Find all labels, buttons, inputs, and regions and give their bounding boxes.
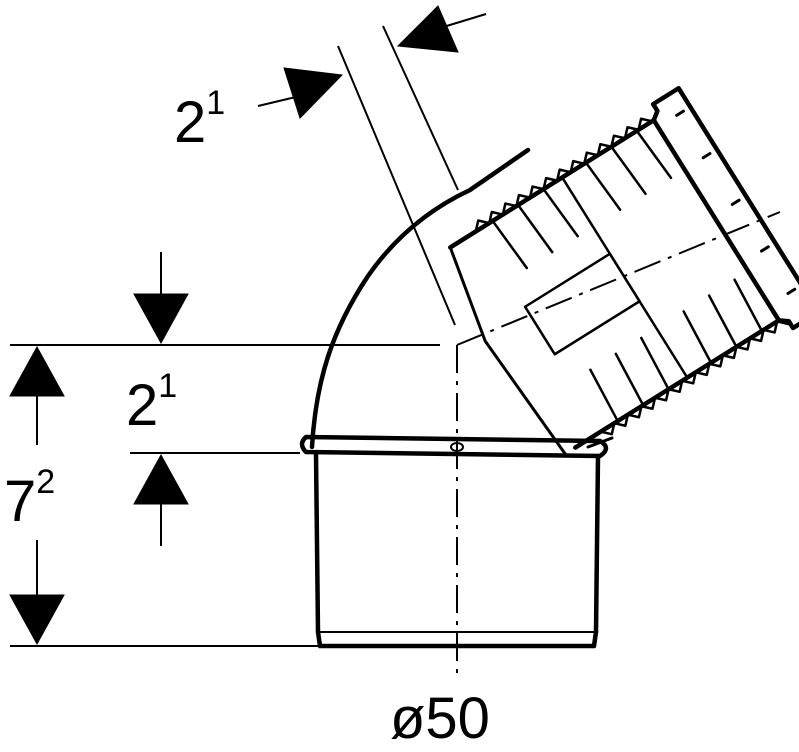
rib — [491, 219, 529, 270]
bend-fitting — [299, 85, 799, 649]
rib — [614, 352, 645, 407]
rib — [610, 145, 647, 196]
notch — [759, 245, 770, 253]
socket-body — [448, 117, 782, 450]
extension-line-right — [382, 25, 459, 191]
label-total-height-sup: 2 — [36, 463, 55, 501]
label-diameter: ø50 — [390, 686, 490, 751]
rib — [516, 203, 554, 254]
rib — [682, 310, 713, 365]
notch — [701, 152, 712, 160]
notch — [675, 109, 685, 117]
label-total-height-base: 7 — [4, 469, 36, 534]
arrow-down-2-1-icon — [133, 293, 189, 345]
angled-center-line — [456, 211, 781, 346]
upper-socket — [448, 85, 799, 456]
arrow-up-7-2-icon — [9, 345, 65, 397]
spigot-right-wall — [593, 453, 601, 635]
rib — [542, 187, 579, 238]
arrowheads — [9, 5, 459, 646]
arrow-up-2-1-icon — [133, 453, 189, 505]
socket-serration-top — [474, 117, 654, 233]
notch — [730, 198, 741, 206]
bend-outer-contour — [309, 147, 531, 450]
label-top-offset-base: 2 — [174, 90, 206, 155]
label-top-offset: 21 — [174, 84, 225, 155]
socket-serration-bottom — [599, 320, 790, 436]
arrow-down-7-2-icon — [9, 594, 65, 646]
socket-ring-notches — [675, 109, 797, 295]
arrow-top-left-icon — [283, 67, 344, 119]
socket-end-ring — [650, 85, 799, 331]
rib — [589, 368, 619, 423]
dimension-labels: 21 21 72 ø50 — [4, 84, 490, 751]
rib — [733, 278, 764, 333]
lower-spigot — [299, 434, 609, 649]
socket-inner-band — [523, 252, 641, 356]
rib — [584, 161, 622, 211]
label-vertical-offset: 21 — [126, 367, 177, 438]
socket-divider — [560, 176, 689, 379]
rib — [640, 336, 670, 391]
spigot-left-wall — [313, 452, 321, 635]
label-vertical-offset-base: 2 — [126, 373, 158, 438]
label-vertical-offset-sup: 1 — [158, 367, 177, 405]
extension-line-left — [337, 45, 456, 326]
leader-top-right — [439, 13, 487, 29]
center-lines — [456, 211, 781, 680]
socket-ribs-lower — [589, 278, 764, 423]
label-total-height: 72 — [4, 463, 55, 534]
notch — [786, 287, 797, 295]
rib — [707, 294, 738, 349]
label-top-offset-sup: 1 — [206, 84, 225, 122]
rib — [635, 129, 673, 180]
arrow-top-right-icon — [396, 5, 459, 53]
socket-transition — [448, 245, 567, 456]
dimension-lines — [10, 13, 487, 647]
socket-ribs-upper — [491, 129, 673, 270]
